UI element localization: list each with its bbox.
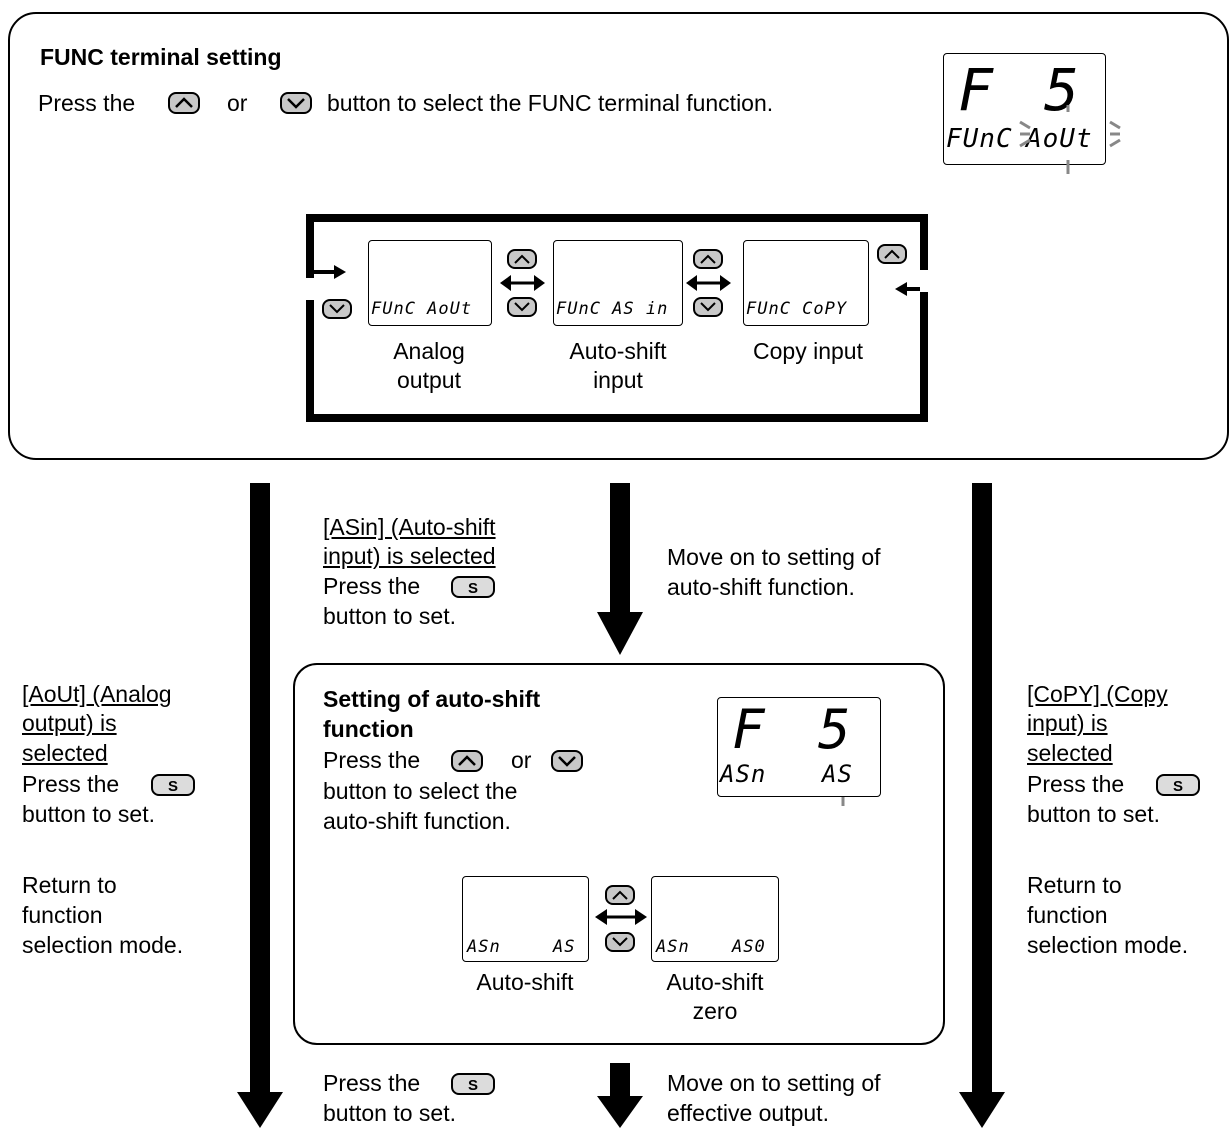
svg-text:S: S [468,1077,478,1093]
lcd-line1-left: F [958,56,994,124]
loop-gap-left [300,278,320,300]
set-button-icon[interactable]: S [451,1073,495,1095]
lcd-line2-left: ASn [720,760,767,788]
aout-return-line3: selection mode. [22,932,184,958]
up-button-icon[interactable] [877,244,907,264]
double-arrow-icon [595,909,647,925]
down-button-icon[interactable] [507,297,537,317]
bottom-button-to-set: button to set. [323,1100,456,1126]
svg-text:S: S [168,778,178,794]
auto-shift-setting-panel [293,663,945,1045]
func-lcd-display: F 5 FUnC AoUt [943,53,1106,165]
asin-button-to-set: button to set. [323,603,456,629]
copy-return-line1: Return to [1027,872,1122,898]
copy-press-the: Press the [1027,771,1125,797]
down-flow-arrow-icon [237,483,283,1128]
down-flow-arrow-icon [597,483,643,655]
down-button-icon[interactable] [605,932,635,952]
option-lcd-analog-output: FUnC AoUt [368,240,492,326]
func-terminal-setting-panel [8,12,1229,460]
autoshift-lcd-display: F 5 ASn AS [717,697,881,797]
svg-text:S: S [1173,778,1183,794]
lcd-line2-right: AS [822,760,853,788]
aout-selected-line1: [AoUt] (Analog [22,681,172,707]
asin-selected-line2: input) is selected [323,543,496,569]
loop-gap-right [915,270,935,292]
bottom-press-the: Press the [323,1070,421,1096]
caption-auto-shift-zero: Auto-shift zero [666,969,764,1024]
set-button-icon[interactable]: S [451,576,495,598]
option-lcd-text: FUnC AoUt [371,299,473,319]
set-button-icon[interactable]: S [151,774,195,796]
double-arrow-icon [686,275,731,291]
func-instruction-post: button to select the FUNC terminal funct… [327,90,774,116]
svg-text:S: S [468,580,478,596]
caption-copy-input: Copy input [753,338,863,364]
down-button-icon[interactable] [322,299,352,319]
aout-press-the: Press the [22,771,120,797]
caption-auto-shift: Auto-shift [476,969,574,995]
func-instruction-or: or [227,90,248,116]
set-button-icon[interactable]: S [1156,774,1200,796]
autoshift-instruction-line1: button to select the [323,778,518,804]
down-button-icon[interactable] [551,750,583,772]
asin-selected-line1: [ASin] (Auto-shift [323,514,496,540]
move-effective-line2: effective output. [667,1100,829,1126]
down-flow-arrow-icon [597,1063,643,1128]
loop-enter-arrow-icon [314,265,346,279]
move-autoshift-line1: Move on to setting of [667,544,881,570]
option-lcd-right: AS [553,937,576,957]
copy-button-to-set: button to set. [1027,801,1160,827]
lcd-line1-left: F [732,698,766,761]
autoshift-title-line1: Setting of auto-shift [323,686,541,712]
option-lcd-left: ASn [467,937,501,957]
lcd-line2-left: FUnC [946,124,1013,154]
option-lcd-left: ASn [656,937,690,957]
aout-return-line1: Return to [22,872,117,898]
aout-selected-line3: selected [22,740,108,766]
down-button-icon[interactable] [280,92,312,114]
option-lcd-copy-input: FUnC CoPY [743,240,869,326]
copy-selected-line2: input) is [1027,710,1108,736]
lcd-line1-right: 5 [818,698,852,761]
option-lcd-text: FUnC AS in [556,299,669,319]
copy-selected-line3: selected [1027,740,1113,766]
option-lcd-text: FUnC CoPY [746,299,848,319]
up-button-icon[interactable] [693,249,723,269]
func-terminal-title: FUNC terminal setting [40,44,282,70]
caption-analog-output: Analog output [393,338,465,393]
func-selection-loop [306,214,928,422]
autoshift-instruction-line2: auto-shift function. [323,808,511,834]
lcd-line2-right: AoUt [1026,124,1093,154]
autoshift-press-the: Press the [323,747,421,773]
lcd-line1-right: 5 [1044,56,1080,124]
copy-selected-line1: [CoPY] (Copy [1027,681,1168,707]
aout-button-to-set: button to set. [22,801,155,827]
option-lcd-auto-shift: ASn AS [462,876,589,962]
asin-press-the: Press the [323,573,421,599]
caption-auto-shift-input: Auto-shift input [569,338,667,393]
double-arrow-icon [500,275,545,291]
up-button-icon[interactable] [451,750,483,772]
autoshift-title-line2: function [323,716,414,742]
up-button-icon[interactable] [507,249,537,269]
func-instruction-pre: Press the [38,90,136,116]
move-autoshift-line2: auto-shift function. [667,574,855,600]
copy-return-line2: function [1027,902,1108,928]
option-lcd-right: AS0 [732,937,766,957]
option-lcd-auto-shift-input: FUnC AS in [553,240,683,326]
autoshift-or: or [511,747,532,773]
option-lcd-auto-shift-zero: ASn AS0 [651,876,779,962]
aout-return-line2: function [22,902,103,928]
aout-selected-line2: output) is [22,710,117,736]
down-button-icon[interactable] [693,297,723,317]
move-effective-line1: Move on to setting of [667,1070,881,1096]
up-button-icon[interactable] [168,92,200,114]
blink-marks [1019,105,1121,174]
loop-return-arrow-icon [895,282,920,296]
down-flow-arrow-icon [959,483,1005,1128]
copy-return-line3: selection mode. [1027,932,1189,958]
up-button-icon[interactable] [605,885,635,905]
